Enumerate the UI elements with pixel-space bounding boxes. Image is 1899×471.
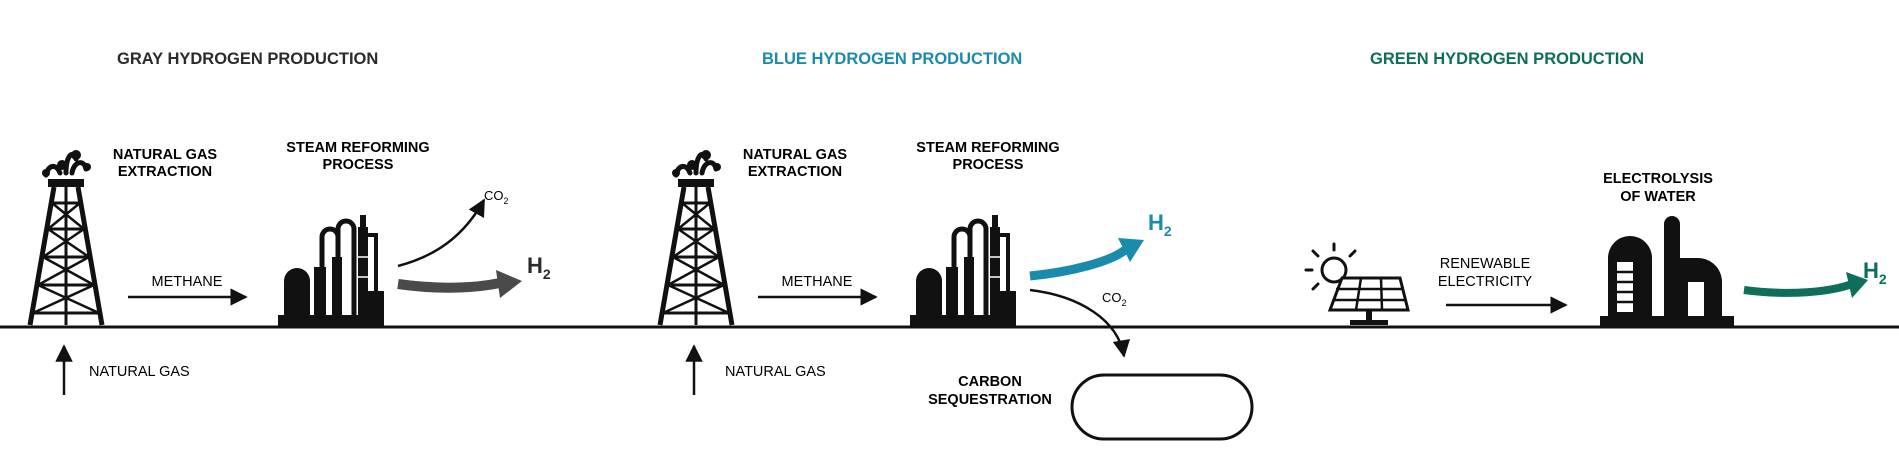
green-h2-label: H2	[1863, 258, 1887, 287]
blue-methane-label: METHANE	[782, 274, 853, 290]
electrolysis-label-2: OF WATER	[1620, 189, 1696, 205]
gray-natural-gas-label: NATURAL GAS	[89, 364, 190, 380]
blue-co2-label: CO2	[1102, 290, 1127, 308]
co2-arrow	[397, 198, 486, 268]
blue-natural-gas-label: NATURAL GAS	[725, 364, 826, 380]
h2-arrow-head	[496, 270, 522, 298]
h2-arrow	[1029, 246, 1128, 281]
gray-extraction-label-2: EXTRACTION	[118, 164, 212, 180]
blue-hydrogen-section: BLUE HYDROGEN PRODUCTION NATURAL GAS EXT…	[660, 50, 1254, 441]
sequestration-label-2: SEQUESTRATION	[928, 392, 1052, 408]
electricity-label-2: ELECTRICITY	[1438, 274, 1533, 290]
electrolysis-label-1: ELECTROLYSIS	[1603, 171, 1713, 187]
blue-extraction-label-2: EXTRACTION	[748, 164, 842, 180]
electrolyzer-icon	[1600, 216, 1734, 326]
h2-arrow	[397, 278, 502, 293]
green-title: GREEN HYDROGEN PRODUCTION	[1370, 50, 1644, 68]
green-hydrogen-section: GREEN HYDROGEN PRODUCTION RENEWABLE ELEC…	[1304, 50, 1887, 326]
blue-reforming-label-1: STEAM REFORMING	[916, 140, 1059, 156]
gray-reforming-label-2: PROCESS	[323, 157, 394, 173]
blue-h2-label: H2	[1148, 210, 1172, 239]
gray-title: GRAY HYDROGEN PRODUCTION	[117, 50, 378, 68]
gray-extraction-label-1: NATURAL GAS	[113, 147, 218, 163]
gray-reforming-label-1: STEAM REFORMING	[286, 140, 429, 156]
h2-arrow-head	[1118, 238, 1144, 262]
gray-methane-label: METHANE	[152, 274, 223, 290]
blue-reforming-label-2: PROCESS	[953, 157, 1024, 173]
sequestration-label-1: CARBON	[958, 374, 1022, 390]
blue-title: BLUE HYDROGEN PRODUCTION	[762, 50, 1022, 68]
derrick-icon	[30, 150, 102, 325]
h2-arrow-head	[1846, 272, 1868, 298]
gray-hydrogen-section: GRAY HYDROGEN PRODUCTION NATURAL GAS EXT…	[30, 50, 551, 395]
gray-co2-label: CO2	[484, 188, 509, 206]
derrick-icon	[660, 150, 732, 325]
blue-extraction-label-1: NATURAL GAS	[743, 147, 848, 163]
electricity-label-1: RENEWABLE	[1440, 256, 1531, 272]
gray-h2-label: H2	[527, 253, 551, 282]
refinery-icon	[278, 215, 384, 327]
h2-arrow	[1743, 280, 1854, 297]
co2-down-arrow	[1029, 288, 1131, 358]
solar-panel-icon	[1304, 242, 1410, 325]
storage-reservoir	[1070, 373, 1254, 441]
refinery-icon	[910, 215, 1016, 327]
